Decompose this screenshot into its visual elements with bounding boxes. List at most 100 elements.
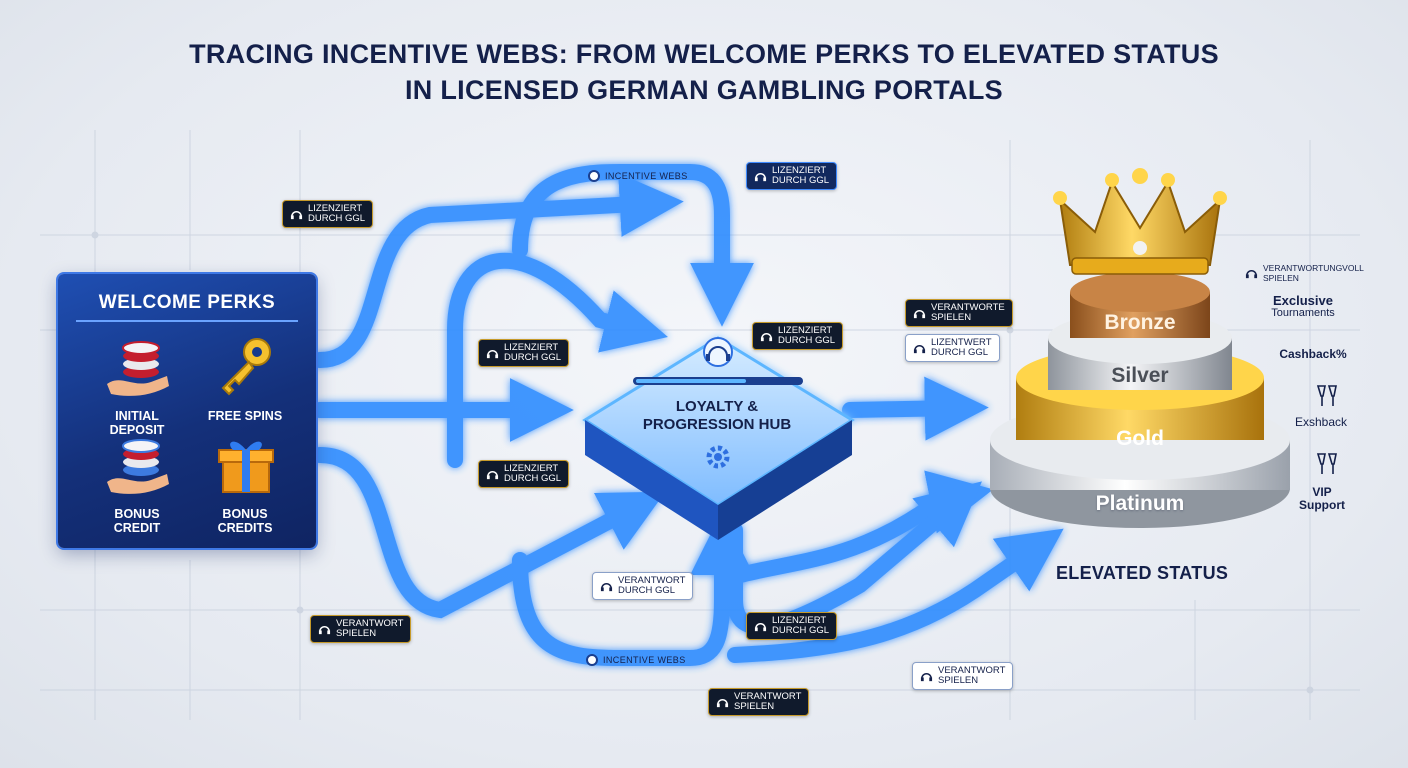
chip-stack-hand-icon [107,341,169,396]
crown-icon [1053,168,1227,275]
tier-bronze: Bronze [1104,311,1176,334]
title-divider [76,320,298,322]
gift-box-icon [218,441,274,493]
badge-line2: DURCH GGL [308,213,366,224]
champagne-glasses-icon [1316,453,1337,474]
hub-label: LOYALTY & PROGRESSION HUB [612,398,822,434]
node-icon [586,654,598,666]
elevated-status-label: ELEVATED STATUS [1056,563,1229,583]
tier-platinum: Platinum [1095,492,1185,515]
badge-line2: SPIELEN [938,675,979,686]
badge-line2: DURCH GGL [778,335,836,346]
badge-line2: DURCH GGL [504,352,562,363]
badge-line2: DURCH GGL [772,175,830,186]
badge-line1: VERANTWORT [938,665,1006,676]
tier-cake [990,168,1290,528]
badge-line2: SPIELEN [336,628,377,639]
headset-icon [1245,269,1258,278]
hub-platform [582,336,855,540]
headset-icon [754,622,767,631]
benefit-line1: VIP [1312,485,1332,499]
gear-icon [706,445,730,469]
title-line-2: IN LICENSED GERMAN GAMBLING PORTALS [404,75,1003,105]
perk-label-line2: CREDIT [113,521,161,535]
headset-icon [760,332,773,341]
flow-label-top: INCENTIVE WEBS [588,170,688,182]
hub-line-2: PROGRESSION HUB [642,416,792,433]
benefit-exshback: Exshback [1286,416,1356,429]
headset-icon [486,349,499,358]
title-line-1: TRACING INCENTIVE WEBS: FROM WELCOME PER… [189,39,1219,69]
benefit-line1: Cashback% [1279,347,1347,361]
perk-label-line1: INITIAL [115,409,159,423]
benefit-line2: Support [1299,498,1345,512]
headset-icon [913,344,926,353]
benefit-line1: Exclusive [1273,293,1333,308]
perk-label-line1: BONUS [114,507,160,521]
node-icon [588,170,600,182]
headset-icon [600,582,613,591]
badge-line2: SPIELEN [734,701,775,712]
badge-line1: VERANTWORTE [931,302,1005,313]
perk-label-line2: CREDITS [217,521,273,535]
perk-label-line1: BONUS [222,507,268,521]
perk-label-line1: FREE SPINS [207,409,283,423]
headset-icon [486,470,499,479]
badge-line1: LIZENZIERT [772,615,827,626]
hub-line-1: LOYALTY & [675,398,759,415]
headset-icon [290,210,303,219]
benefit-cashback: Cashback% [1268,348,1358,361]
badge-line1: LIZENZIERT [772,165,827,176]
badge-line2: SPIELEN [1263,273,1299,283]
flow-label-bottom: INCENTIVE WEBS [586,654,686,666]
badge-line1: VERANTWORT [734,691,802,702]
headset-icon [913,309,926,318]
badge-line1: LIZENZIERT [308,203,363,214]
badge-line1: VERANTWORT [336,618,404,629]
benefit-exclusive-tournaments: Exclusive Tournaments [1248,294,1358,320]
headset-icon [754,172,767,181]
badge-line1: LIZENTWERT [931,337,992,348]
badge-line1: LIZENZIERT [778,325,833,336]
headset-icon [920,672,933,681]
perk-free-spins: FREE SPINS [190,336,300,423]
badge-line1: VERANTWORTUNGVOLL [1263,263,1364,273]
badge-line2: DURCH GGL [772,625,830,636]
headset-icon [716,698,729,707]
badge-line2: DURCH GGL [931,347,989,358]
flow-label-text: INCENTIVE WEBS [603,655,686,665]
page-title: TRACING INCENTIVE WEBS: FROM WELCOME PER… [0,36,1408,108]
chip-stack-hand-icon [107,439,169,494]
key-icon [221,338,271,396]
benefit-vip-support: VIP Support [1292,486,1352,512]
tier-silver: Silver [1111,364,1169,387]
headset-icon [318,625,331,634]
badge-line1: LIZENZIERT [504,342,559,353]
badge-line2: DURCH GGL [618,585,676,596]
benefit-line1: Exshback [1294,415,1348,429]
badge-line1: LIZENZIERT [504,463,559,474]
flow-label-text: INCENTIVE WEBS [605,171,688,181]
tier-gold: Gold [1116,427,1164,450]
welcome-title: WELCOME PERKS [98,292,276,313]
benefit-line2: Tournaments [1271,307,1335,319]
